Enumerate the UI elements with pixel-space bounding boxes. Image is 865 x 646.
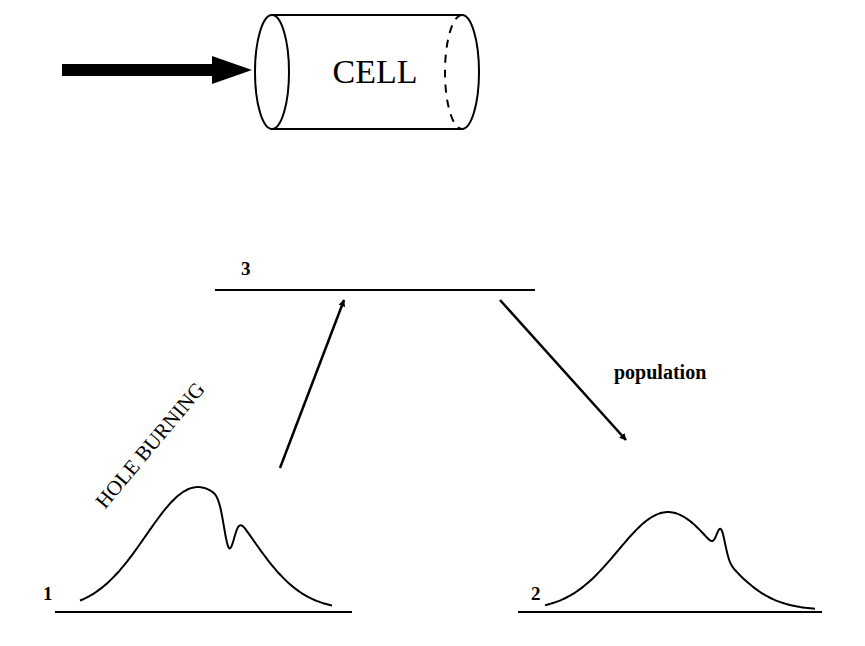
level-number: 1 [43, 584, 53, 603]
cell-box: CELL [290, 30, 460, 114]
population-curves [80, 487, 815, 609]
level-number: 3 [241, 259, 251, 278]
cell-cylinder [255, 15, 479, 129]
hole-curve [80, 487, 332, 606]
process-label: HOLE BURNING [91, 378, 208, 512]
spike-curve [545, 512, 815, 609]
energy-levels [55, 290, 822, 612]
population-label: population [614, 362, 706, 382]
level-number: 2 [531, 584, 541, 603]
cell-label: CELL [333, 53, 418, 91]
beam-arrow [62, 56, 252, 84]
transition-arrows [280, 300, 626, 468]
